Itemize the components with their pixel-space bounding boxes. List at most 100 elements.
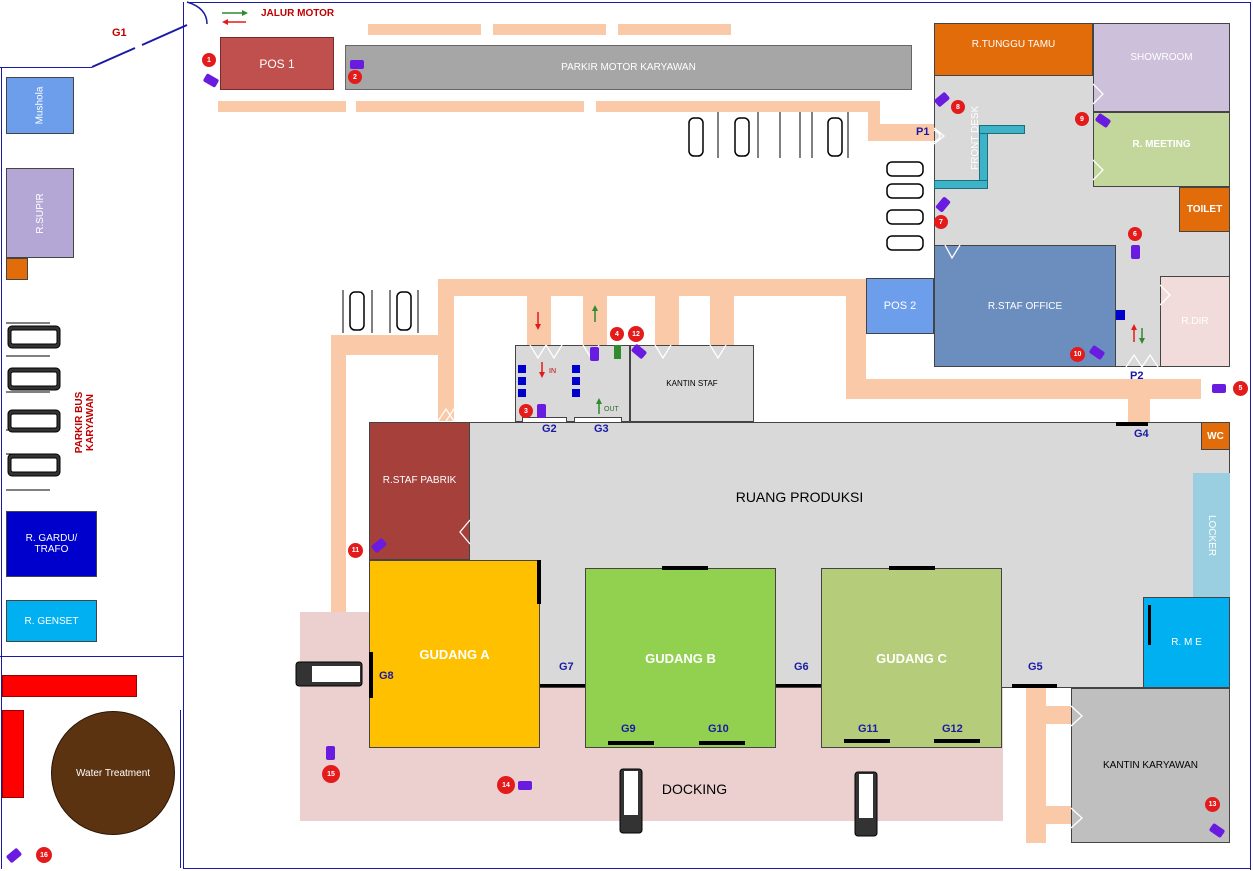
r-tunggu-tamu[interactable]: R.TUNGGU TAMU bbox=[934, 23, 1093, 76]
parkir-motor-karyawan[interactable]: PARKIR MOTOR KARYAWAN bbox=[345, 45, 912, 90]
camera-3-icon bbox=[537, 404, 546, 418]
gate-g3-label: G3 bbox=[594, 423, 609, 435]
ruang-produksi-label: RUANG PRODUKSI bbox=[735, 489, 864, 505]
rme[interactable]: R. M E bbox=[1143, 597, 1230, 688]
car-icon bbox=[349, 117, 924, 331]
gate-g6-label: G6 bbox=[794, 661, 809, 673]
r-staf-office[interactable]: R.STAF OFFICE bbox=[934, 245, 1116, 367]
camera-10-marker[interactable]: 10 bbox=[1070, 347, 1085, 362]
camera-7-marker[interactable]: 7 bbox=[934, 215, 948, 229]
camera-5-marker[interactable]: 5 bbox=[1233, 381, 1248, 396]
kantin-karyawan-label: KANTIN KARYAWAN bbox=[1102, 760, 1198, 771]
gudang-b-label: GUDANG B bbox=[645, 650, 716, 666]
mushola[interactable]: Mushola bbox=[6, 77, 74, 134]
r-staf-office-label: R.STAF OFFICE bbox=[987, 300, 1063, 312]
path-top-1 bbox=[368, 24, 481, 35]
gate-g5-bar bbox=[1012, 684, 1057, 688]
turnstile-5 bbox=[572, 377, 580, 385]
gudang-a-label: GUDANG A bbox=[419, 646, 490, 662]
gate-g7-label: G7 bbox=[559, 661, 574, 673]
camera-11-marker[interactable]: 11 bbox=[348, 543, 363, 558]
red-bar-horizontal bbox=[2, 675, 137, 697]
path-stub-1 bbox=[527, 295, 551, 345]
rme-label: R. M E bbox=[1171, 637, 1202, 648]
left-area-edge bbox=[1, 67, 2, 869]
toilet[interactable]: TOILET bbox=[1179, 187, 1230, 232]
wc[interactable]: WC bbox=[1201, 422, 1230, 450]
gate-g12-label: G12 bbox=[942, 723, 963, 735]
wc-label: WC bbox=[1207, 430, 1224, 442]
camera-15-icon bbox=[326, 746, 335, 760]
left-area-boundary-top bbox=[0, 67, 92, 68]
camera-2-icon bbox=[350, 60, 364, 69]
camera-6-icon bbox=[1131, 245, 1140, 259]
kantin-karyawan[interactable]: KANTIN KARYAWAN bbox=[1071, 688, 1230, 843]
pos1-label: POS 1 bbox=[259, 56, 295, 71]
gudang-a[interactable]: GUDANG A bbox=[369, 560, 540, 748]
site-boundary-top bbox=[187, 2, 1251, 3]
camera-9-marker[interactable]: 9 bbox=[1075, 112, 1089, 126]
kantin-staf[interactable]: KANTIN STAF bbox=[630, 345, 754, 422]
docking-label: DOCKING bbox=[661, 780, 728, 797]
path-mid-1 bbox=[218, 101, 346, 112]
parkir-motor-label: PARKIR MOTOR KARYAWAN bbox=[561, 62, 696, 73]
r-genset-label: R. GENSET bbox=[24, 615, 79, 627]
camera-6-marker[interactable]: 6 bbox=[1128, 227, 1142, 241]
path-top-3 bbox=[618, 24, 731, 35]
pos2-label: POS 2 bbox=[883, 300, 917, 312]
path-lower-horizontal bbox=[846, 379, 1201, 399]
path-top-2 bbox=[493, 24, 606, 35]
red-bar-vertical bbox=[2, 710, 24, 798]
water-treatment-label: Water Treatment bbox=[75, 767, 151, 779]
front-desk-counter-bottom bbox=[934, 180, 988, 189]
path-mid-2 bbox=[356, 101, 584, 112]
camera-13-marker[interactable]: 13 bbox=[1205, 797, 1220, 812]
turnstile-2 bbox=[518, 377, 526, 385]
r-supir[interactable]: R.SUPIR bbox=[6, 168, 74, 258]
camera-2-marker[interactable]: 2 bbox=[348, 70, 362, 84]
turnstile-1 bbox=[518, 365, 526, 373]
locker[interactable]: LOCKER bbox=[1193, 473, 1230, 597]
gate-g1-label: G1 bbox=[112, 27, 127, 39]
r-meeting-label: R. MEETING bbox=[1132, 139, 1191, 150]
camera-3-marker[interactable]: 3 bbox=[519, 404, 533, 418]
r-genset[interactable]: R. GENSET bbox=[6, 600, 97, 642]
camera-8-marker[interactable]: 8 bbox=[951, 100, 965, 114]
pos2-room[interactable]: POS 2 bbox=[866, 278, 934, 334]
gudang-b-top-door bbox=[662, 566, 708, 570]
gate-g6-line bbox=[776, 684, 821, 687]
path-stub-3 bbox=[655, 295, 679, 345]
rme-door bbox=[1148, 605, 1151, 645]
turnstile-3 bbox=[518, 389, 526, 397]
camera-1-marker[interactable]: 1 bbox=[202, 53, 216, 67]
pos1-room[interactable]: POS 1 bbox=[220, 37, 334, 90]
camera-12-marker[interactable]: 12 bbox=[628, 326, 644, 342]
gate-g5-label: G5 bbox=[1028, 661, 1043, 673]
gudang-b[interactable]: GUDANG B bbox=[585, 568, 776, 748]
in-label: IN bbox=[549, 368, 556, 375]
path-mid-3 bbox=[596, 101, 880, 112]
water-treatment[interactable]: Water Treatment bbox=[51, 711, 175, 835]
site-boundary-right bbox=[1250, 2, 1251, 870]
left-area-divider bbox=[0, 656, 183, 657]
camera-16-marker[interactable]: 16 bbox=[36, 847, 52, 863]
showroom[interactable]: SHOWROOM bbox=[1093, 23, 1230, 112]
gudang-c[interactable]: GUDANG C bbox=[821, 568, 1002, 748]
path-stub-4 bbox=[710, 295, 734, 345]
r-gardu-trafo-label: R. GARDU/ TRAFO bbox=[25, 533, 78, 555]
gate-p1-label: P1 bbox=[916, 126, 930, 138]
front-desk-counter-top bbox=[979, 125, 1025, 134]
r-meeting[interactable]: R. MEETING bbox=[1093, 112, 1230, 187]
r-staf-pabrik[interactable]: R.STAF PABRIK bbox=[369, 422, 470, 560]
r-gardu-trafo[interactable]: R. GARDU/ TRAFO bbox=[6, 511, 97, 577]
gate-g4-label: G4 bbox=[1134, 428, 1149, 440]
camera-14-marker[interactable]: 14 bbox=[497, 776, 515, 794]
path-kantin-bottom bbox=[1026, 806, 1071, 824]
r-dir[interactable]: R.DIR bbox=[1160, 276, 1230, 367]
gudang-c-label: GUDANG C bbox=[876, 650, 947, 666]
water-area-edge bbox=[180, 710, 181, 868]
gate-g11-label: G11 bbox=[858, 723, 879, 735]
camera-15-marker[interactable]: 15 bbox=[322, 765, 340, 783]
camera-4-marker[interactable]: 4 bbox=[610, 327, 624, 341]
